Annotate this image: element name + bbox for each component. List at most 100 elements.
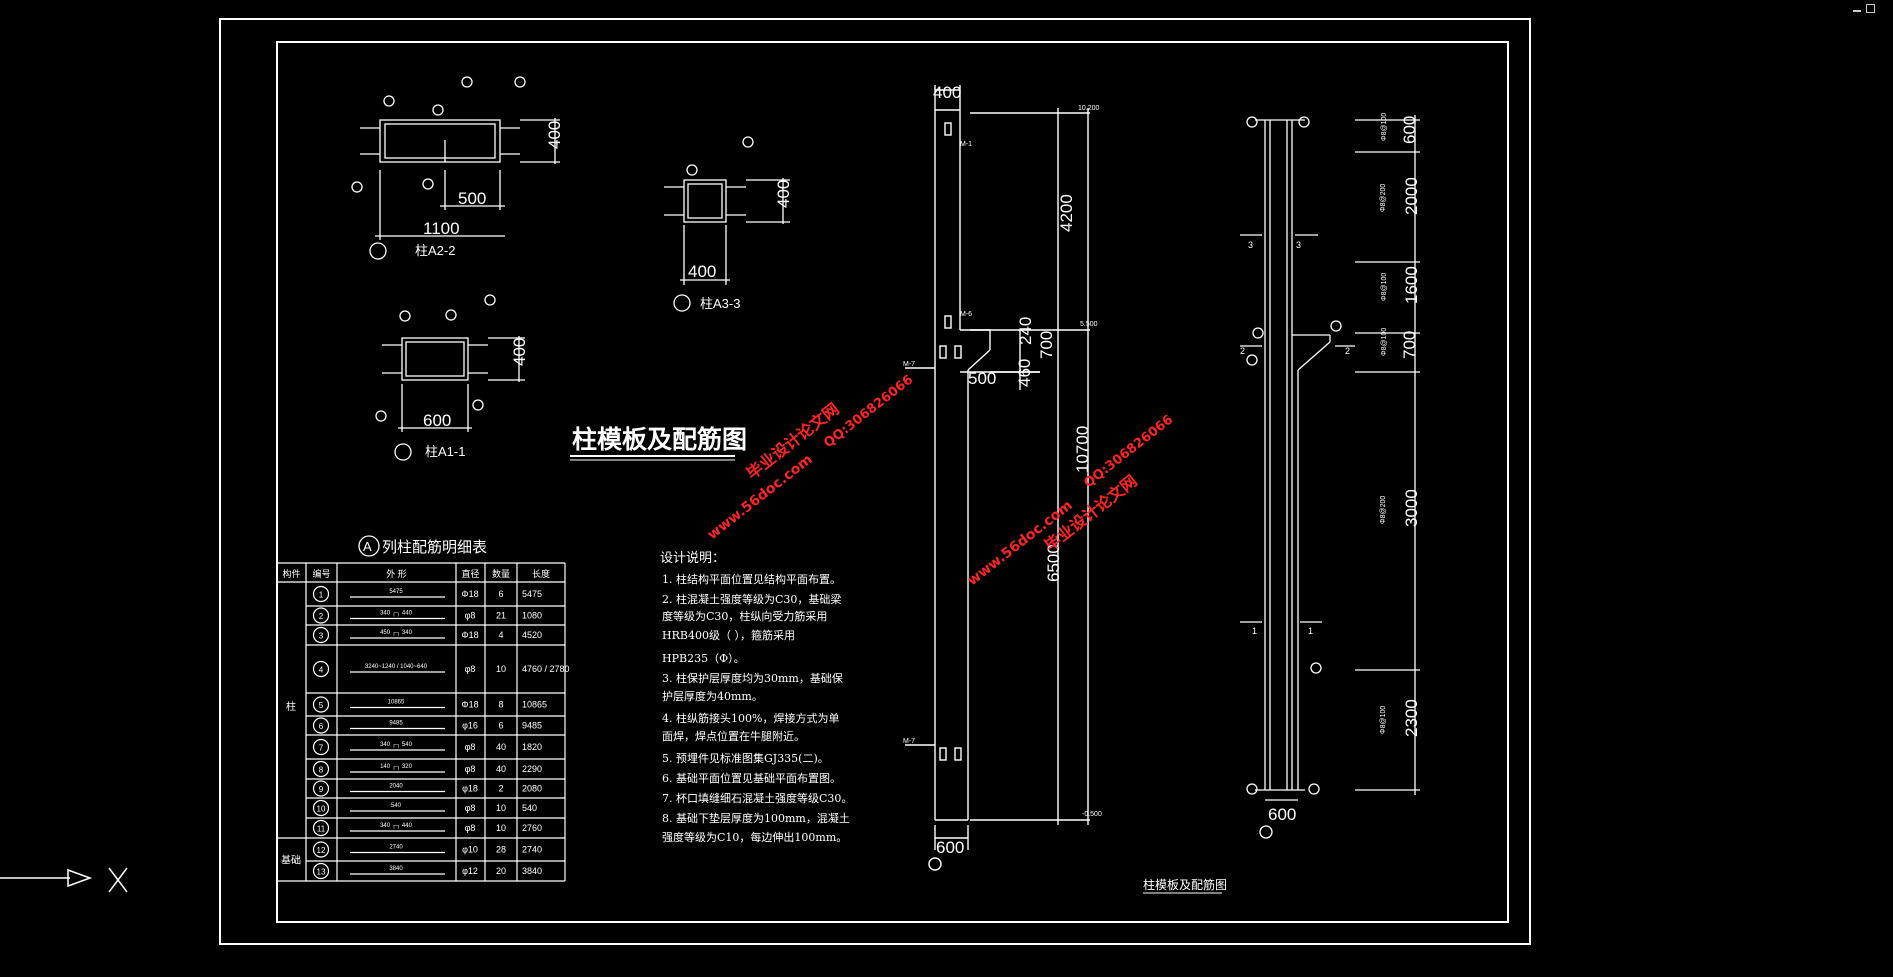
a2-dim-400: 400 xyxy=(545,121,564,149)
elev-dim-bottom: 600 xyxy=(1268,805,1296,824)
notes-item: 7. 杯口填缝细石混凝土强度等级C30。 xyxy=(662,791,852,805)
restore-icon[interactable] xyxy=(1866,4,1875,13)
row-number-circle xyxy=(312,799,330,817)
row-number-circle xyxy=(312,819,330,837)
rebar-length: 2080 xyxy=(522,784,542,794)
section-a3 xyxy=(664,136,790,312)
rebar-quantity: 8 xyxy=(498,700,503,710)
minimize-icon[interactable] xyxy=(1853,4,1861,12)
column-dim-top: 400 xyxy=(933,83,961,102)
row-number-circle xyxy=(312,862,330,880)
rebar-diameter: φ8 xyxy=(465,764,476,774)
notes-item: 1. 柱结构平面位置见结构平面布置。 xyxy=(662,572,841,586)
rebar-elevation xyxy=(1240,115,1420,839)
rebar-shape-label: 340 ┌┐ 440 xyxy=(380,611,413,617)
row-number-circle xyxy=(312,585,330,603)
rebar-length: 2290 xyxy=(522,764,542,774)
rebar-shape-label: 340 ┌┐ 540 xyxy=(380,742,413,748)
elev-dim-2000: 2000 xyxy=(1402,177,1421,215)
column-dim-10700: 10700 xyxy=(1073,426,1092,473)
rebar-quantity: 4 xyxy=(498,630,503,640)
notes-item: 5. 预埋件见标准图集GJ335(二)。 xyxy=(662,751,829,765)
section-a2 xyxy=(351,76,560,260)
rebar-diameter: φ8 xyxy=(465,803,476,813)
rebar-diameter: Φ18 xyxy=(461,700,478,710)
rebar-length: 9485 xyxy=(522,721,542,731)
column-level-bottom: -0.500 xyxy=(1082,811,1102,818)
ucs-icon xyxy=(0,867,128,893)
rebar-diameter: φ8 xyxy=(465,664,476,674)
row-number-circle xyxy=(312,696,330,713)
column-elevation xyxy=(905,85,1090,871)
row-number: 9 xyxy=(319,785,324,794)
rebar-diameter: φ18 xyxy=(462,784,478,794)
notes-item: HRB400级（ ），箍筋采用 xyxy=(662,628,795,642)
column-level-mid: 5.500 xyxy=(1080,321,1098,328)
rebar-diameter: Φ18 xyxy=(461,589,478,599)
rebar-quantity: 10 xyxy=(496,664,506,674)
rebar-quantity: 10 xyxy=(496,823,506,833)
table-group-label: 基础 xyxy=(281,854,301,867)
a1-dim-600: 600 xyxy=(423,411,451,430)
row-number-circle xyxy=(312,717,330,734)
rebar-length: 10865 xyxy=(522,700,547,710)
rebar-shape-label: 450 ┌┐ 340 xyxy=(380,630,413,636)
rebar-shape-label: 140 ┌┐ 320 xyxy=(380,764,413,770)
notes-item: 2. 柱混凝土强度等级为C30，基础梁 xyxy=(662,592,841,606)
elev-dim-700: 700 xyxy=(1400,331,1419,359)
notes-item: 6. 基础平面位置见基础平面布置图。 xyxy=(662,771,841,785)
elev-spacing-6: Φ8@100 xyxy=(1380,706,1387,734)
table-header: 外 形 xyxy=(386,568,407,579)
rebar-diameter: φ12 xyxy=(462,866,478,876)
row-number: 11 xyxy=(317,825,326,834)
embed-mark-m7-upper: M-7 xyxy=(903,361,915,368)
elev-section-1-left: 1 xyxy=(1252,626,1257,636)
elev-section-3-left: 3 xyxy=(1248,240,1253,250)
table-group-label: 柱 xyxy=(286,700,296,713)
a3-dim-400-horizontal: 400 xyxy=(688,262,716,281)
notes-heading: 设计说明： xyxy=(660,551,725,566)
rebar-length: 540 xyxy=(522,803,537,813)
rebar-diameter: Φ18 xyxy=(461,630,478,640)
notes-item: 8. 基础下垫层厚度为100mm，混凝土 xyxy=(662,811,850,825)
row-number: 5 xyxy=(319,701,324,710)
rebar-length: 1820 xyxy=(522,742,542,752)
rebar-length: 2760 xyxy=(522,823,542,833)
table-title: 列柱配筋明细表 xyxy=(382,538,487,556)
row-number-circle xyxy=(312,626,330,644)
design-notes: 设计说明： 1. 柱结构平面位置见结构平面布置。 2. 柱混凝土强度等级为C30… xyxy=(660,551,852,844)
column-dim-460: 460 xyxy=(1015,359,1034,387)
row-number: 8 xyxy=(319,766,324,775)
elev-dim-2300: 2300 xyxy=(1402,699,1421,737)
elev-spacing-2: Φ8@200 xyxy=(1380,184,1387,212)
row-number: 3 xyxy=(319,632,324,641)
section-a1 xyxy=(375,294,525,461)
rebar-schedule-table xyxy=(276,562,566,882)
rebar-shape-label: 5475 xyxy=(389,589,403,595)
row-number: 13 xyxy=(317,868,326,877)
rebar-quantity: 21 xyxy=(496,611,506,621)
a1-dim-400: 400 xyxy=(510,338,529,366)
embed-mark-m6: M-6 xyxy=(960,311,972,318)
elev-section-3-right: 3 xyxy=(1296,240,1301,250)
outer-frame xyxy=(219,18,1531,945)
elev-spacing-3: Φ8@100 xyxy=(1381,273,1388,301)
elev-spacing-1: Φ8@100 xyxy=(1381,113,1388,141)
rebar-diameter: φ8 xyxy=(465,742,476,752)
column-dim-bottom: 600 xyxy=(936,838,964,857)
rebar-quantity: 10 xyxy=(496,803,506,813)
row-number: 1 xyxy=(319,591,324,600)
row-number-circle xyxy=(312,841,330,858)
rebar-length: 4760 / 2780 xyxy=(522,664,570,674)
elev-section-2-right: 2 xyxy=(1345,346,1350,356)
rebar-length: 3840 xyxy=(522,866,542,876)
column-dim-500: 500 xyxy=(968,369,996,388)
watermark-2: 毕业设计论文网 www.56doc.com QQ:306826066 xyxy=(965,412,1177,589)
rebar-quantity: 6 xyxy=(498,721,503,731)
row-number: 10 xyxy=(317,805,326,814)
notes-item: 度等级为C30，柱纵向受力筋采用 xyxy=(662,609,827,623)
rebar-shape-label: 2040 xyxy=(389,784,403,790)
inner-frame xyxy=(276,41,1509,923)
